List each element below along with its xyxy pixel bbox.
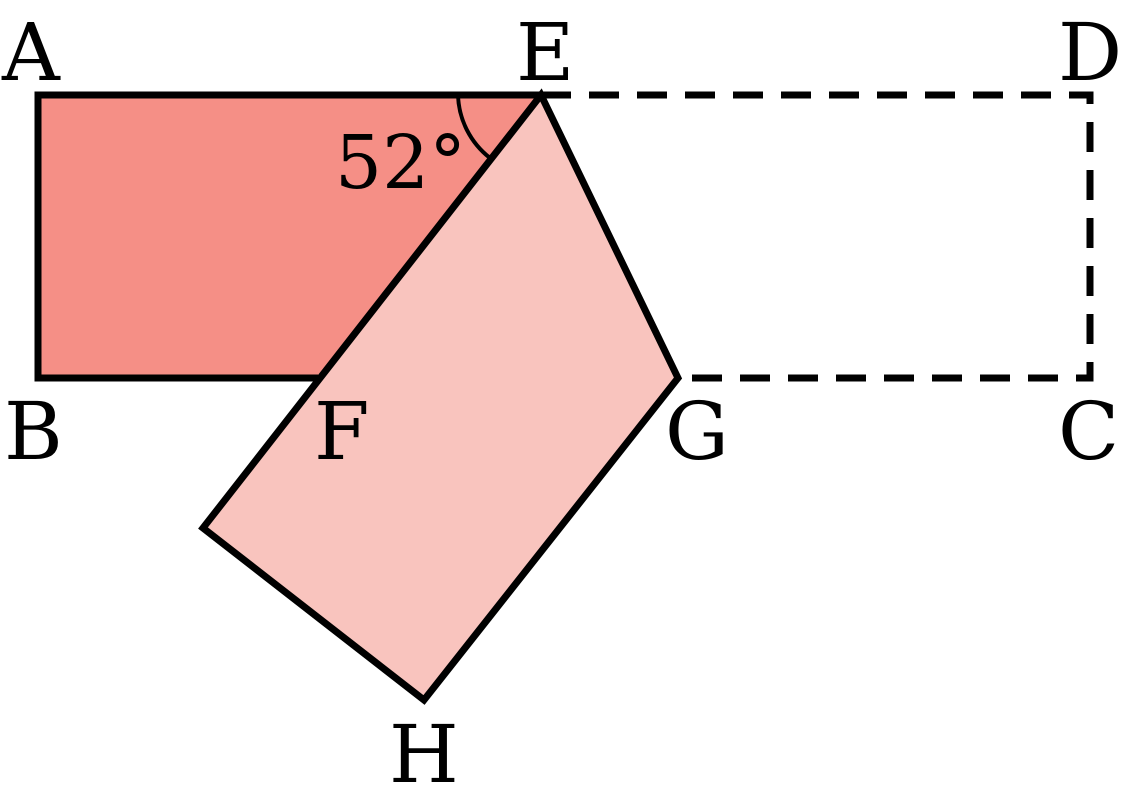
vertex-label-d: D	[1058, 6, 1122, 99]
solid-outline-aefb	[34, 91, 541, 382]
solid-outline-flap	[198, 88, 683, 705]
vertex-label-h: H	[389, 708, 459, 801]
dashed-original-outline	[318, 91, 1094, 382]
overlap-corner	[458, 95, 541, 158]
folded-flap-eghp	[203, 95, 678, 700]
vertex-label-b: B	[4, 385, 63, 478]
angle-arc-e	[456, 94, 492, 160]
angle-label: 52°	[335, 120, 466, 206]
vertex-label-g: G	[665, 385, 729, 478]
vertex-label-c: C	[1058, 385, 1119, 478]
vertex-label-f: F	[314, 385, 370, 478]
unfolded-region-aefb	[38, 95, 541, 378]
vertex-label-e: E	[516, 6, 574, 99]
vertex-label-a: A	[1, 6, 61, 99]
